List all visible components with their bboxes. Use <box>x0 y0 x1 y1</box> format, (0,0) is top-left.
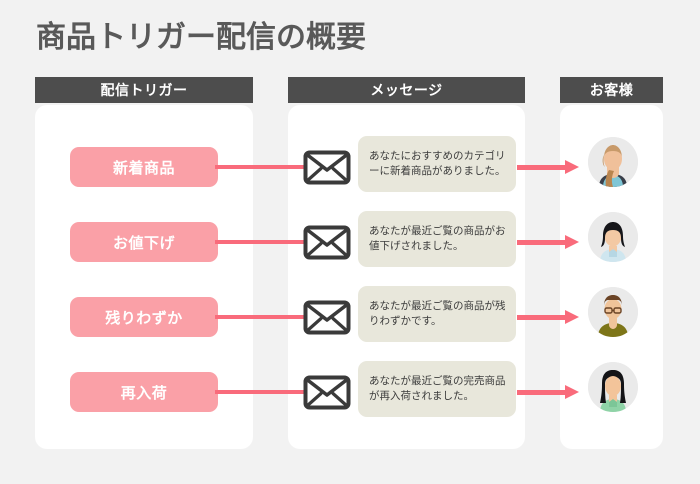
column-header-trigger-label: 配信トリガー <box>100 82 188 98</box>
arrow-shaft <box>517 390 567 395</box>
arrow-head <box>565 385 579 399</box>
column-header-message-label: メッセージ <box>370 82 443 98</box>
message-bubble: あなたが最近ご覧の商品が残りわずかです。 <box>358 286 516 342</box>
arrow-head <box>565 310 579 324</box>
envelope-icon <box>303 375 351 410</box>
avatar-customer-3 <box>588 287 638 337</box>
column-header-customer-label: お客様 <box>589 82 634 98</box>
flow-row: お値下げ あなたが最近ご覧の商品がお値下げされました。 <box>0 211 700 270</box>
arrow-right-icon <box>517 235 583 249</box>
column-header-customer: お客様 <box>560 77 663 103</box>
envelope-icon <box>303 225 351 260</box>
avatar-customer-4 <box>588 362 638 412</box>
flow-row: 新着商品 あなたにおすすめのカテゴリーに新着商品がありました。 <box>0 136 700 195</box>
trigger-pill[interactable]: お値下げ <box>70 222 218 262</box>
connector-line <box>215 390 307 394</box>
trigger-pill-label: 再入荷 <box>120 384 168 402</box>
message-bubble: あなたが最近ご覧の商品がお値下げされました。 <box>358 211 516 267</box>
avatar-customer-2 <box>588 212 638 262</box>
trigger-pill[interactable]: 新着商品 <box>70 147 218 187</box>
trigger-pill-label: 残りわずか <box>105 309 183 327</box>
avatar-customer-1 <box>588 137 638 187</box>
flow-row: 残りわずか あなたが最近ご覧の商品が残りわずかです。 <box>0 286 700 345</box>
message-text: あなたが最近ご覧の商品が残りわずかです。 <box>369 299 506 327</box>
trigger-pill-label: お値下げ <box>112 234 175 252</box>
column-header-trigger: 配信トリガー <box>35 77 253 103</box>
message-text: あなたが最近ご覧の商品がお値下げされました。 <box>369 224 506 252</box>
page-title: 商品トリガー配信の概要 <box>36 21 366 54</box>
flow-row: 再入荷 あなたが最近ご覧の完売商品が再入荷されました。 <box>0 361 700 420</box>
envelope-icon <box>303 300 351 335</box>
trigger-pill[interactable]: 残りわずか <box>70 297 218 337</box>
arrow-right-icon <box>517 160 583 174</box>
column-header-message: メッセージ <box>288 77 525 103</box>
message-text: あなたが最近ご覧の完売商品が再入荷されました。 <box>369 374 506 402</box>
arrow-head <box>565 235 579 249</box>
arrow-shaft <box>517 315 567 320</box>
message-text: あなたにおすすめのカテゴリーに新着商品がありました。 <box>369 149 506 177</box>
arrow-right-icon <box>517 385 583 399</box>
arrow-shaft <box>517 165 567 170</box>
connector-line <box>215 165 307 169</box>
arrow-head <box>565 160 579 174</box>
connector-line <box>215 240 307 244</box>
trigger-pill-label: 新着商品 <box>112 159 175 177</box>
arrow-right-icon <box>517 310 583 324</box>
arrow-shaft <box>517 240 567 245</box>
message-bubble: あなたが最近ご覧の完売商品が再入荷されました。 <box>358 361 516 417</box>
message-bubble: あなたにおすすめのカテゴリーに新着商品がありました。 <box>358 136 516 192</box>
connector-line <box>215 315 307 319</box>
trigger-pill[interactable]: 再入荷 <box>70 372 218 412</box>
envelope-icon <box>303 150 351 185</box>
